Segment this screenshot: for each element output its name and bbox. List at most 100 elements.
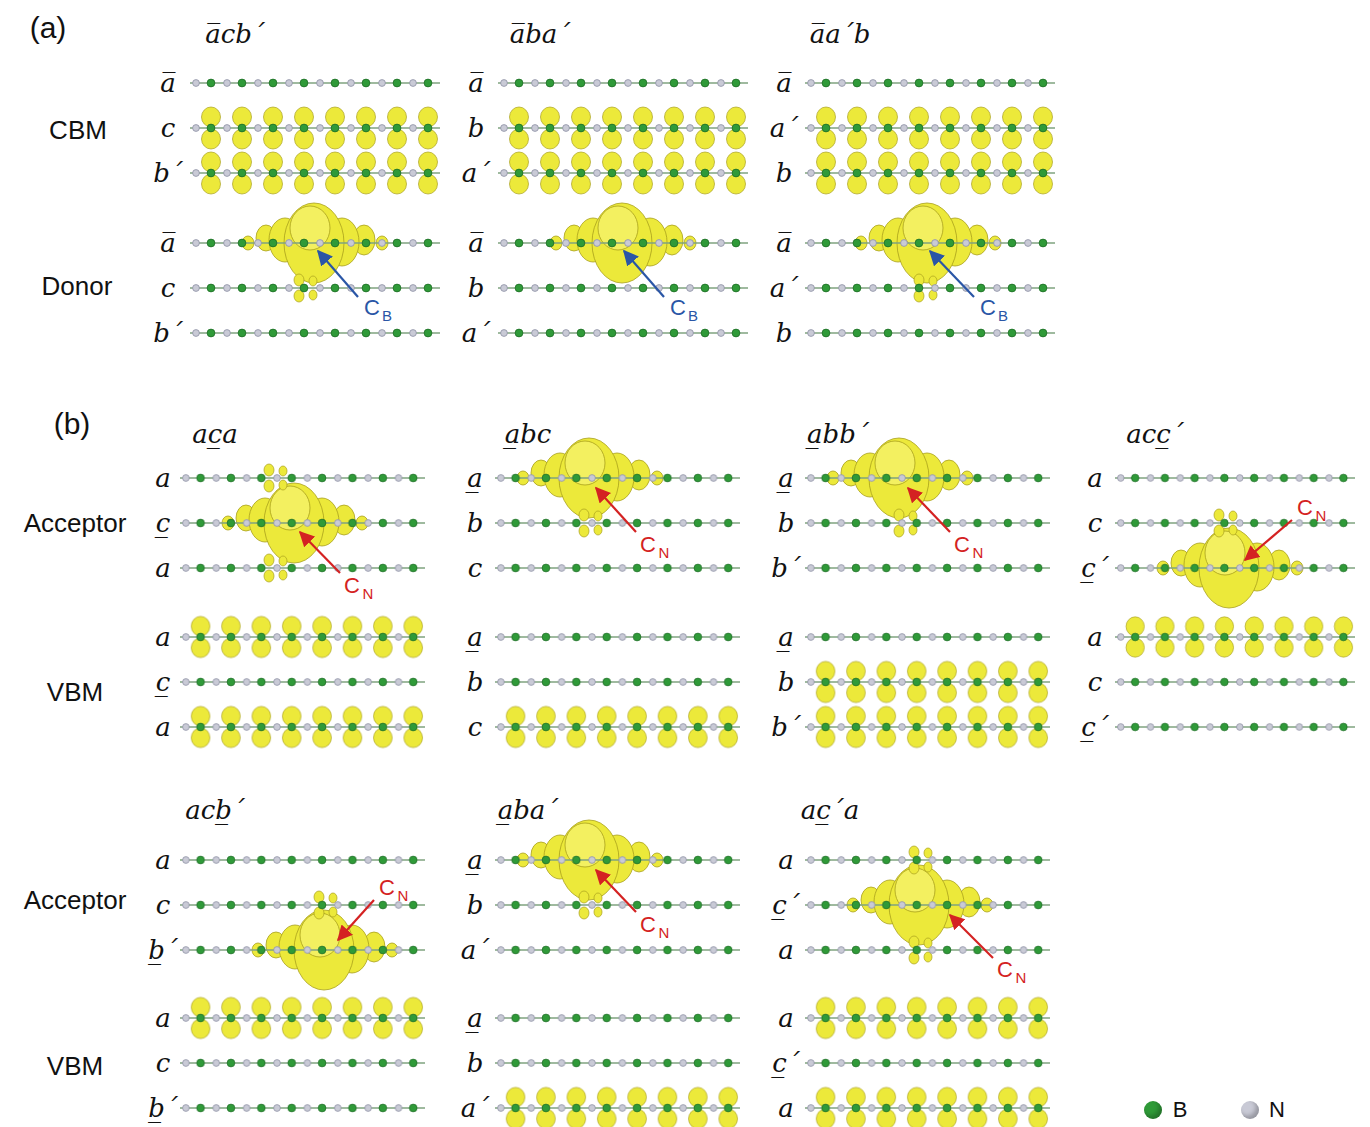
defect-subscript: B	[998, 308, 1008, 323]
defect-subscript: N	[659, 545, 670, 560]
defect-label: C	[379, 877, 395, 899]
layer-label: a̅	[468, 230, 484, 256]
defect-label: C	[640, 534, 656, 556]
defect-subscript: B	[382, 308, 392, 323]
layer-label: c̲´	[1081, 555, 1109, 581]
row-label: Acceptor	[24, 887, 127, 913]
defect-subscript: N	[1316, 508, 1327, 523]
defect-label: C	[670, 297, 686, 319]
legend-text: N	[1269, 1099, 1285, 1121]
configuration-title: acc̲´	[1126, 421, 1184, 447]
panel-label: (a)	[30, 13, 67, 43]
layer-label: a´	[770, 115, 799, 141]
layer-label: b	[468, 115, 485, 141]
layer-label: c	[156, 1050, 171, 1076]
layer-label: a	[778, 1005, 794, 1031]
layer-label: a̅	[776, 70, 792, 96]
layer-label: a	[778, 847, 794, 873]
configuration-title: ac̲a	[192, 421, 238, 447]
layer-label: a̲	[467, 847, 483, 873]
panel-label: (b)	[54, 409, 91, 439]
layer-label: a̅	[160, 70, 176, 96]
layer-label: a´	[461, 937, 490, 963]
row-label: VBM	[47, 679, 103, 705]
configuration-title: ac̲´a	[801, 797, 860, 823]
layer-label: a	[778, 937, 794, 963]
defect-label: C	[954, 534, 970, 556]
layer-label: a´	[770, 275, 799, 301]
row-label: Acceptor	[24, 510, 127, 536]
layer-label: a	[155, 465, 171, 491]
layer-label: a´	[462, 320, 491, 346]
layer-label: b	[467, 1050, 484, 1076]
layer-label: b	[778, 510, 795, 536]
legend-swatch	[1241, 1101, 1259, 1119]
configuration-title: a̅cb´	[205, 21, 265, 47]
layer-label: a̲	[778, 624, 794, 650]
layer-label: a	[155, 1005, 171, 1031]
layer-label: b̲´	[148, 1095, 178, 1121]
layer-label: a̲	[467, 465, 483, 491]
defect-subscript: B	[688, 308, 698, 323]
defect-label: C	[997, 959, 1013, 981]
layer-label: a̲	[778, 465, 794, 491]
legend-swatch	[1144, 1101, 1162, 1119]
layer-label: a	[155, 714, 171, 740]
defect-subscript: N	[659, 925, 670, 940]
defect-subscript: N	[398, 888, 409, 903]
layer-label: a̲	[467, 624, 483, 650]
layer-label: a	[155, 847, 171, 873]
layer-label: c	[1088, 510, 1103, 536]
layer-label: a	[1087, 624, 1103, 650]
layer-label: c	[468, 714, 483, 740]
layer-label: b	[467, 892, 484, 918]
layer-label: c̲´	[772, 1050, 800, 1076]
defect-label: C	[1297, 497, 1313, 519]
defect-subscript: N	[1016, 970, 1027, 985]
layer-label: a̅	[160, 230, 176, 256]
layer-label: c	[1088, 669, 1103, 695]
configuration-title: a̲bc	[505, 421, 552, 447]
layer-label: b	[467, 510, 484, 536]
defect-label: C	[344, 575, 360, 597]
layer-label: a´	[462, 160, 491, 186]
legend-text: B	[1173, 1099, 1188, 1121]
defect-subscript: N	[973, 545, 984, 560]
layer-label: a	[1087, 465, 1103, 491]
layer-label: c̲	[156, 510, 171, 536]
layer-label: c̲	[156, 669, 171, 695]
configuration-title: a̅a´b	[810, 21, 871, 47]
layer-label: b	[467, 669, 484, 695]
layer-label: a̅	[468, 70, 484, 96]
layer-label: a	[155, 555, 171, 581]
configuration-title: a̲bb´	[807, 421, 869, 447]
layer-label: b´	[771, 714, 801, 740]
row-label: CBM	[49, 117, 107, 143]
row-label: Donor	[42, 273, 113, 299]
layer-label: c	[156, 892, 171, 918]
layer-label: b	[776, 320, 793, 346]
layer-label: b´	[153, 160, 183, 186]
layer-label: a	[778, 1095, 794, 1121]
layer-label: b̲´	[148, 937, 178, 963]
layer-label: a̅	[776, 230, 792, 256]
layer-label: b´	[153, 320, 183, 346]
defect-subscript: N	[363, 586, 374, 601]
layer-label: b´	[771, 555, 801, 581]
layer-label: a	[155, 624, 171, 650]
layer-label: b	[468, 275, 485, 301]
layer-label: c̲´	[772, 892, 800, 918]
layer-label: c̲´	[1081, 714, 1109, 740]
defect-label: C	[640, 914, 656, 936]
layer-label: a̲	[467, 1005, 483, 1031]
layer-label: c	[161, 275, 176, 301]
layer-label: c	[161, 115, 176, 141]
layer-label: b	[776, 160, 793, 186]
layer-label: b	[778, 669, 795, 695]
defect-label: C	[980, 297, 996, 319]
configuration-title: acb̲´	[185, 797, 245, 823]
configuration-title: a̲ba´	[498, 797, 559, 823]
layer-label: a´	[461, 1095, 490, 1121]
row-label: VBM	[47, 1053, 103, 1079]
